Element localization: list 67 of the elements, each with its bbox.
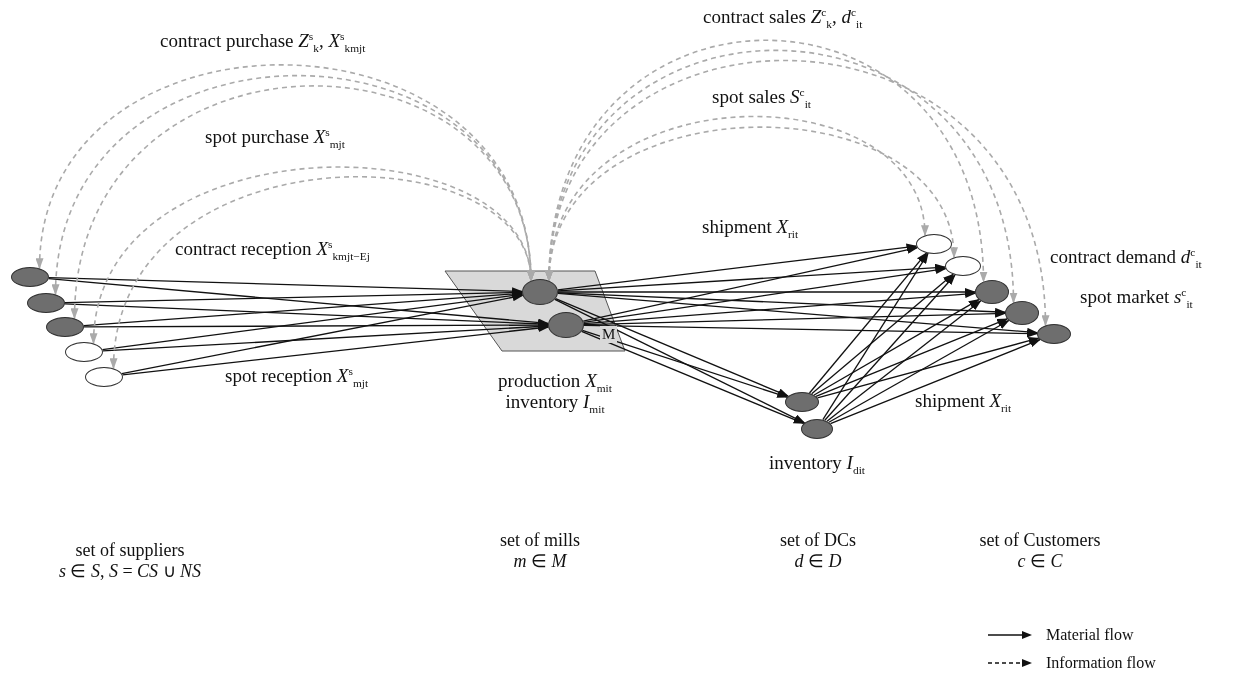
arrow [557, 292, 1007, 316]
arrow [811, 273, 954, 395]
arrow [554, 297, 790, 397]
diagram-label: m ∈ M [513, 551, 567, 572]
ellipse-node [801, 419, 833, 439]
dashed-arrow [546, 59, 1049, 327]
dashed-arrow [111, 176, 533, 370]
diagram-label: M [600, 326, 618, 344]
diagram-label: set of Customers [979, 530, 1101, 551]
arrow [583, 324, 1038, 338]
ellipse-node [1005, 301, 1039, 325]
arrow [554, 298, 806, 424]
ellipse-node [11, 267, 49, 287]
dashed-arrow [546, 39, 987, 283]
arrow [83, 290, 524, 327]
diagram-label: set of suppliers [75, 540, 185, 561]
parallelogram-box [445, 271, 625, 351]
arrow [101, 291, 524, 351]
node-caption: inventory I$_{mit}$ [505, 391, 605, 413]
ellipse-node [945, 256, 981, 276]
node-caption: production X$_{mit}$ [498, 370, 612, 392]
arrow [813, 298, 980, 396]
ellipse-node [85, 367, 123, 387]
arrow [583, 290, 977, 325]
arrow [583, 266, 947, 324]
arrow [815, 318, 1009, 397]
arrow [557, 292, 1039, 336]
dashed-arrow [546, 49, 1017, 304]
diagram-label: set of DCs [780, 530, 856, 551]
arrow [582, 245, 919, 322]
arrow [808, 252, 928, 394]
arrow [102, 322, 550, 352]
legend-text: Information flow [1046, 654, 1156, 672]
arrow [816, 336, 1040, 399]
arrow [824, 274, 956, 421]
legend-text: Material flow [1046, 626, 1134, 644]
arrow [581, 329, 789, 398]
diagram-label: d ∈ D [794, 551, 842, 572]
arrow [829, 339, 1041, 425]
ellipse-node [1037, 324, 1071, 344]
ellipse-node [975, 280, 1009, 304]
ellipse-node [916, 234, 952, 254]
dashed-arrow [91, 167, 533, 345]
diagram-label: c ∈ C [1017, 551, 1063, 572]
arrow [583, 309, 1006, 326]
diagram-label: s ∈ S, S = CS ∪ NS [58, 561, 202, 582]
ellipse-node [65, 342, 103, 362]
arrow [826, 300, 982, 422]
arrow [822, 252, 929, 421]
node-caption: inventory I$_{dit}$ [769, 452, 865, 474]
ellipse-node [46, 317, 84, 337]
arrow [828, 319, 1010, 423]
arrow [121, 324, 550, 376]
arrow [83, 321, 549, 330]
dashed-arrow [71, 85, 534, 320]
arrow [48, 278, 550, 327]
ellipse-node [785, 392, 819, 412]
diagram-label: shipment X$_{rit}$ [915, 390, 1012, 412]
diagram-label: shipment X$_{rit}$ [702, 216, 799, 238]
arrow [557, 263, 947, 292]
ellipse-node [27, 293, 65, 313]
diagram-label: set of mills [500, 530, 580, 551]
arrow [557, 288, 976, 296]
arrow [121, 293, 524, 375]
arrow [64, 288, 523, 304]
arrow [557, 243, 918, 291]
arrow [580, 330, 805, 425]
